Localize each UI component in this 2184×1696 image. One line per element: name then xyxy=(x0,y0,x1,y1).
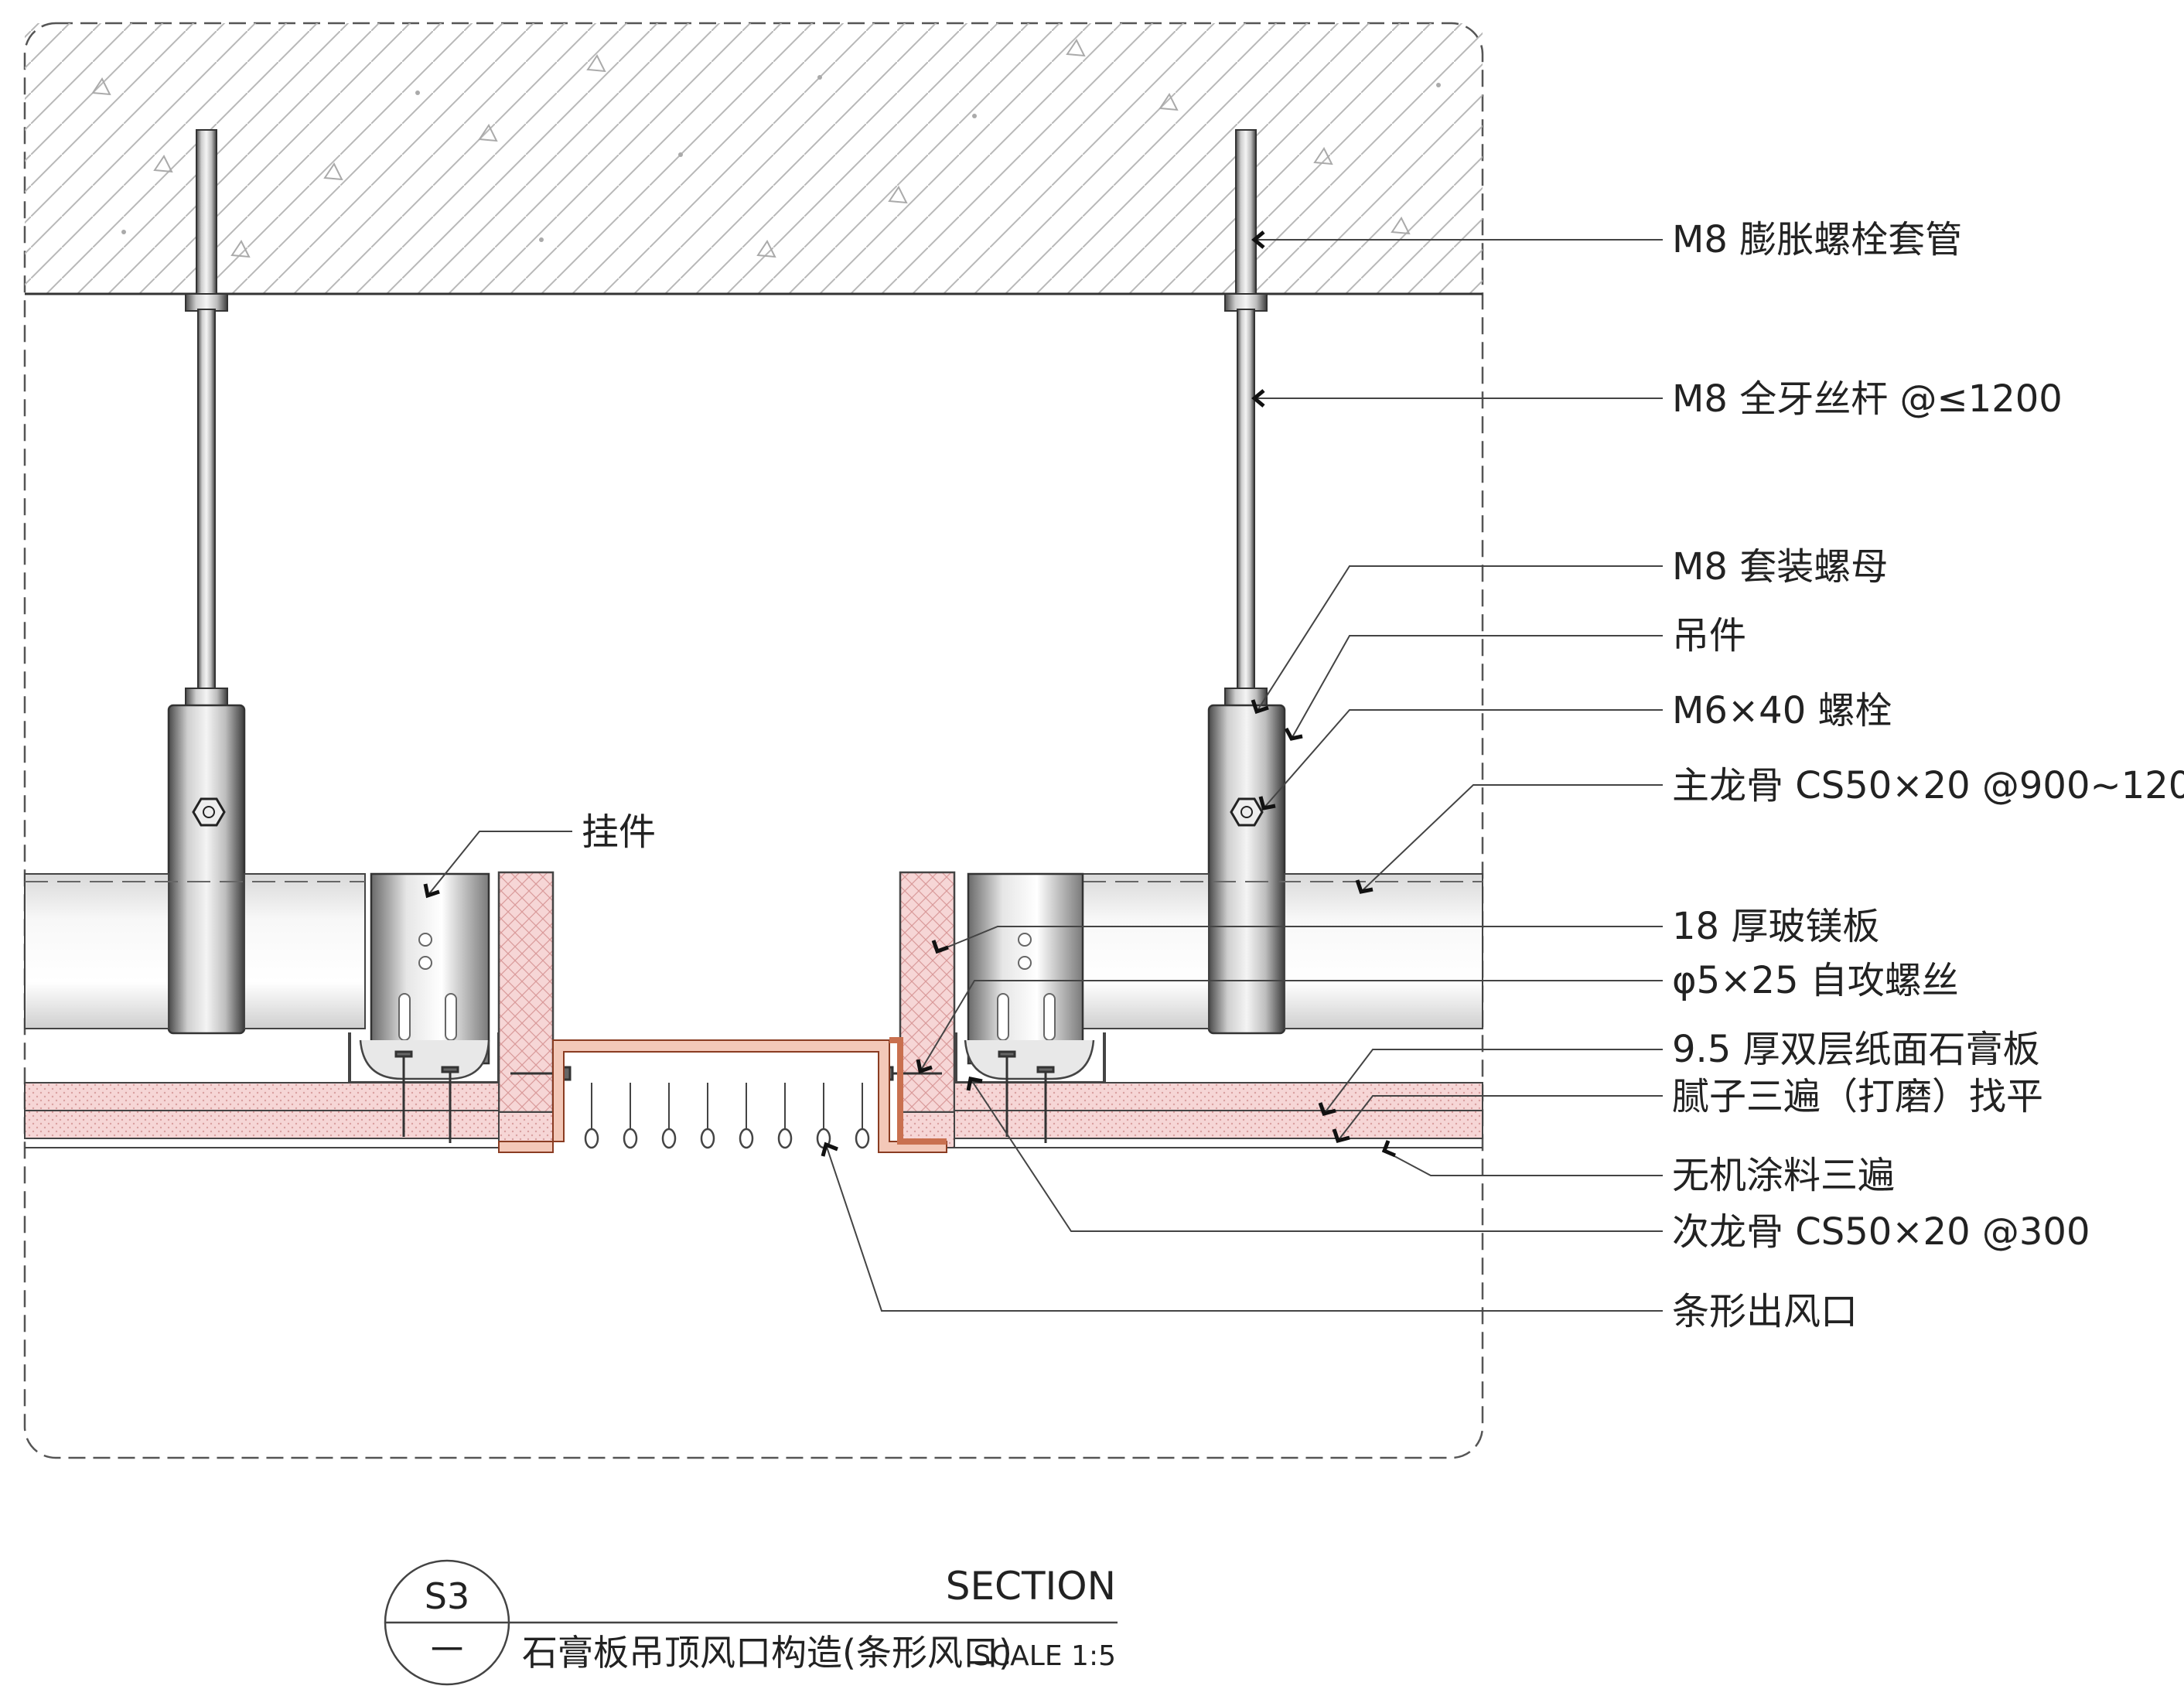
label-paint: 无机涂料三遍 xyxy=(1672,1154,1895,1197)
title-block: S3 一 SECTION 石膏板吊顶风口构造(条形风口) SCALE 1:5 xyxy=(384,1559,1118,1686)
label-gypsum-board: 9.5 厚双层纸面石膏板 xyxy=(1672,1028,2040,1071)
left-expansion-sleeve xyxy=(196,129,217,301)
title-scale: SCALE 1:5 xyxy=(973,1640,1116,1672)
left-hanger-assembly xyxy=(167,129,246,1035)
label-mgo-board: 18 厚玻镁板 xyxy=(1672,905,1879,948)
main-keel-left xyxy=(24,873,366,1029)
title-name: 石膏板吊顶风口构造(条形风口) xyxy=(522,1632,1012,1674)
label-putty: 腻子三遍（打磨）找平 xyxy=(1672,1075,2043,1118)
label-threaded-rod: M8 全牙丝杆 @≤1200 xyxy=(1672,377,2063,421)
label-expansion-sleeve: M8 膨胀螺栓套管 xyxy=(1672,218,1962,261)
label-main-keel: 主龙骨 CS50×20 @900~1200 xyxy=(1672,764,2184,807)
left-bolt-head xyxy=(192,797,226,827)
strip-air-outlet xyxy=(498,1037,947,1153)
label-secondary-keel: 次龙骨 CS50×20 @300 xyxy=(1672,1210,2090,1254)
left-hanger-bracket xyxy=(167,704,246,1035)
right-rod-nut-top xyxy=(1224,293,1268,312)
label-clip: 挂件 xyxy=(582,810,656,854)
left-rod-nut-top xyxy=(185,293,228,312)
right-mgo-board xyxy=(899,871,956,1114)
leader-arrowheads xyxy=(423,230,1396,1158)
left-threaded-rod xyxy=(197,309,216,705)
title-ref-id: S3 xyxy=(425,1575,469,1617)
right-expansion-sleeve xyxy=(1235,129,1257,301)
label-hanger: 吊件 xyxy=(1672,614,1746,657)
label-nut: M8 套装螺母 xyxy=(1672,545,1888,589)
label-air-outlet: 条形出风口 xyxy=(1672,1290,1858,1333)
leader-lines xyxy=(427,239,1663,1312)
right-bolt-head xyxy=(1230,797,1264,827)
title-type: SECTION xyxy=(946,1564,1116,1609)
right-hanger-bracket xyxy=(1207,704,1286,1035)
right-clip xyxy=(967,872,1084,1065)
right-gypsum-board xyxy=(900,1082,1483,1148)
title-sheet-no: 一 xyxy=(431,1631,463,1669)
right-hanger-assembly xyxy=(1207,129,1286,1035)
left-clip xyxy=(370,872,490,1065)
concrete-slab xyxy=(25,23,1483,295)
right-threaded-rod xyxy=(1237,309,1255,705)
label-bolt: M6×40 螺栓 xyxy=(1672,689,1892,732)
left-gypsum-board xyxy=(24,1082,553,1148)
main-keel-right xyxy=(1082,873,1483,1029)
left-mgo-board xyxy=(497,871,555,1114)
label-tapping-screw: φ5×25 自攻螺丝 xyxy=(1672,959,1959,1002)
